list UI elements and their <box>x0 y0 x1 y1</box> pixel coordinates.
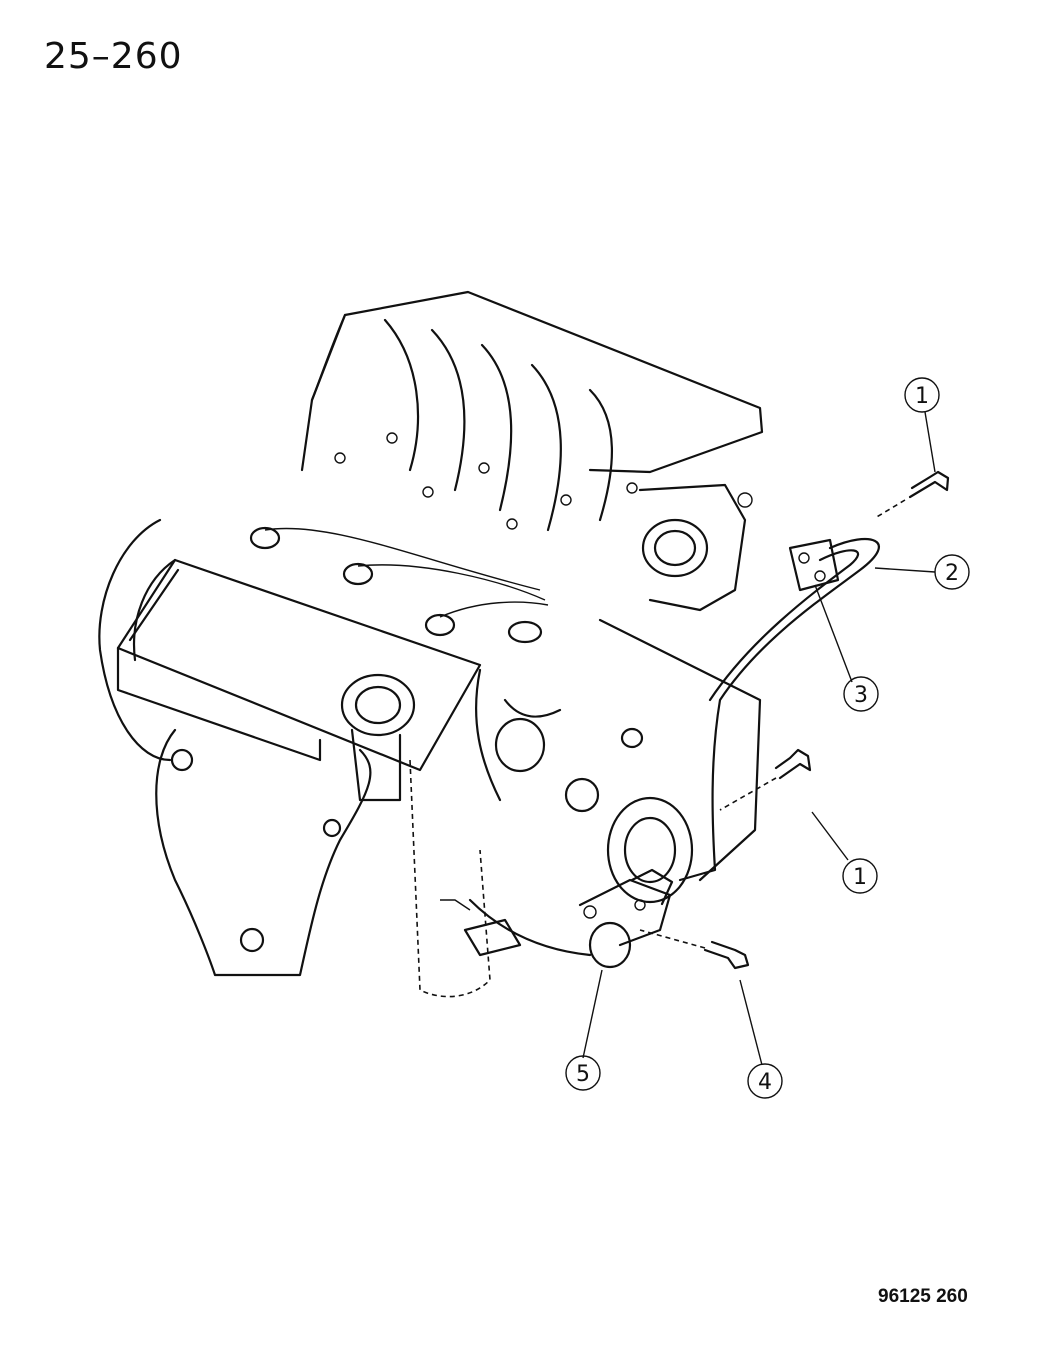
callout-2-label: 2 <box>945 561 959 586</box>
callout-1-mid-label: 1 <box>853 865 867 890</box>
document-code: 96125 260 <box>878 1286 968 1307</box>
callout-5-label: 5 <box>576 1062 590 1087</box>
page-number: 25–260 <box>44 36 183 77</box>
engine-illustration <box>98 290 880 998</box>
callout-1-top: 1 <box>904 377 940 413</box>
bolt-middle <box>719 748 812 811</box>
leader-lines <box>582 411 936 1066</box>
callout-3-label: 3 <box>854 683 868 708</box>
callout-3: 3 <box>843 676 879 712</box>
callout-2: 2 <box>934 554 970 590</box>
callout-1-mid: 1 <box>842 858 878 894</box>
callout-5: 5 <box>565 1055 601 1091</box>
bolt-top <box>874 470 950 519</box>
callout-1-top-label: 1 <box>915 384 929 409</box>
callout-4: 4 <box>747 1063 783 1099</box>
callout-4-label: 4 <box>758 1070 772 1095</box>
bolt-lower <box>639 929 750 970</box>
